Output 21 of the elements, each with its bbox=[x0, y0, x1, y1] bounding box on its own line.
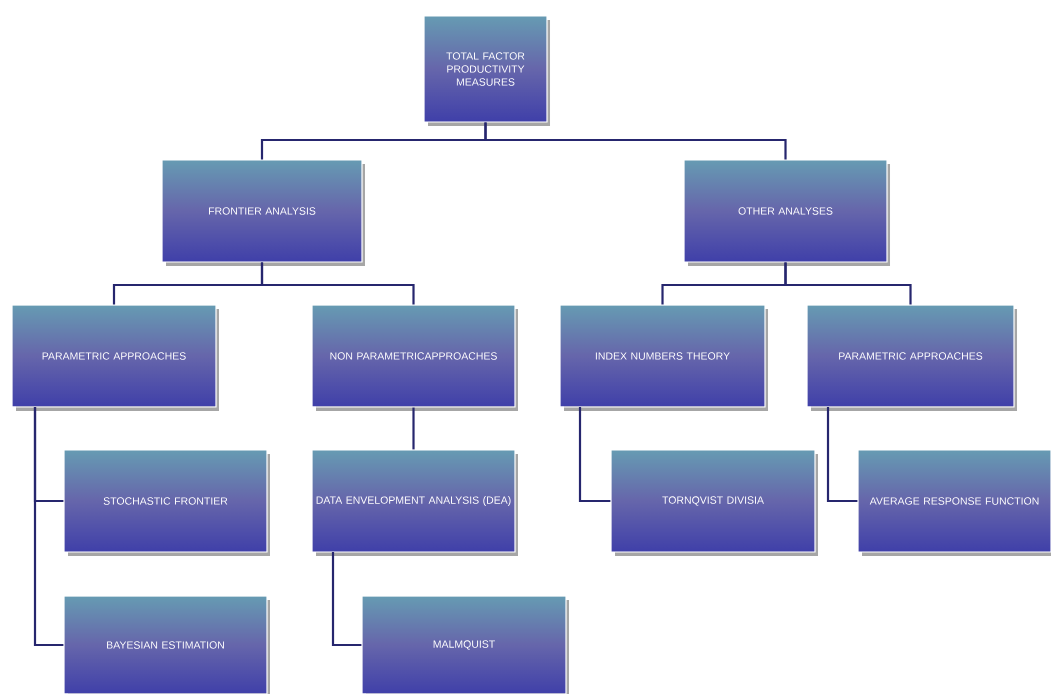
connector bbox=[826, 407, 858, 503]
process-box: PARAMETRIC APPROACHES bbox=[11, 304, 217, 408]
process-box: BAYESIAN ESTIMATION bbox=[63, 595, 268, 694]
process-box: DATA ENVELOPMENT ANALYSIS (DEA) bbox=[311, 449, 516, 553]
connector bbox=[260, 262, 415, 305]
process-box: TOTAL FACTOR PRODUCTIVITY MEASURES bbox=[423, 15, 548, 123]
process-box: OTHER ANALYSES bbox=[683, 159, 888, 263]
connector bbox=[33, 407, 64, 647]
connector bbox=[784, 262, 912, 305]
process-box: MALMQUIST bbox=[361, 595, 567, 694]
connector bbox=[331, 552, 362, 647]
process-box: PARAMETRIC APPROACHES bbox=[806, 304, 1015, 408]
process-box: TORNQVIST DIVISIA bbox=[610, 449, 816, 553]
connector bbox=[412, 407, 415, 450]
process-box: FRONTIER ANALYSIS bbox=[161, 159, 363, 263]
process-box: STOCHASTIC FRONTIER bbox=[63, 449, 268, 553]
process-box: INDEX NUMBERS THEORY bbox=[559, 304, 766, 408]
process-box: AVERAGE RESPONSE FUNCTION bbox=[857, 449, 1051, 553]
process-box: NON PARAMETRICAPPROACHES bbox=[311, 304, 516, 408]
connector bbox=[578, 407, 611, 503]
connector bbox=[484, 122, 787, 160]
